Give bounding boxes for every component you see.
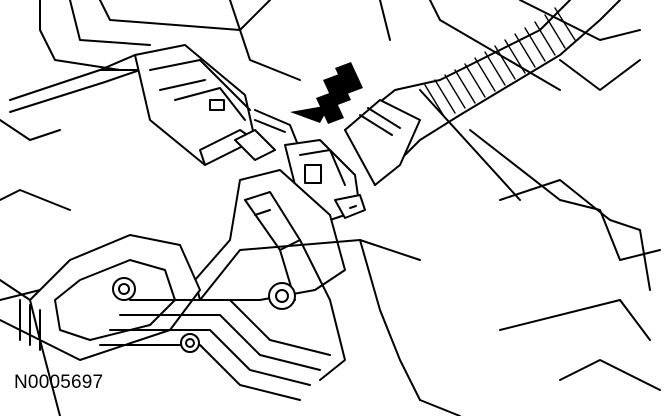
- electrical-connector: [134, 44, 301, 166]
- column-housing: [0, 234, 421, 416]
- bolt-center: [268, 282, 296, 310]
- bolt-left: [112, 277, 136, 301]
- wiring-harness: [344, 0, 621, 186]
- direction-arrow-icon: [290, 62, 363, 124]
- left-lever: [9, 54, 141, 113]
- figure-id-label: N0005697: [14, 372, 104, 393]
- mounting-bracket: [194, 169, 346, 381]
- bolt-lower: [180, 333, 200, 353]
